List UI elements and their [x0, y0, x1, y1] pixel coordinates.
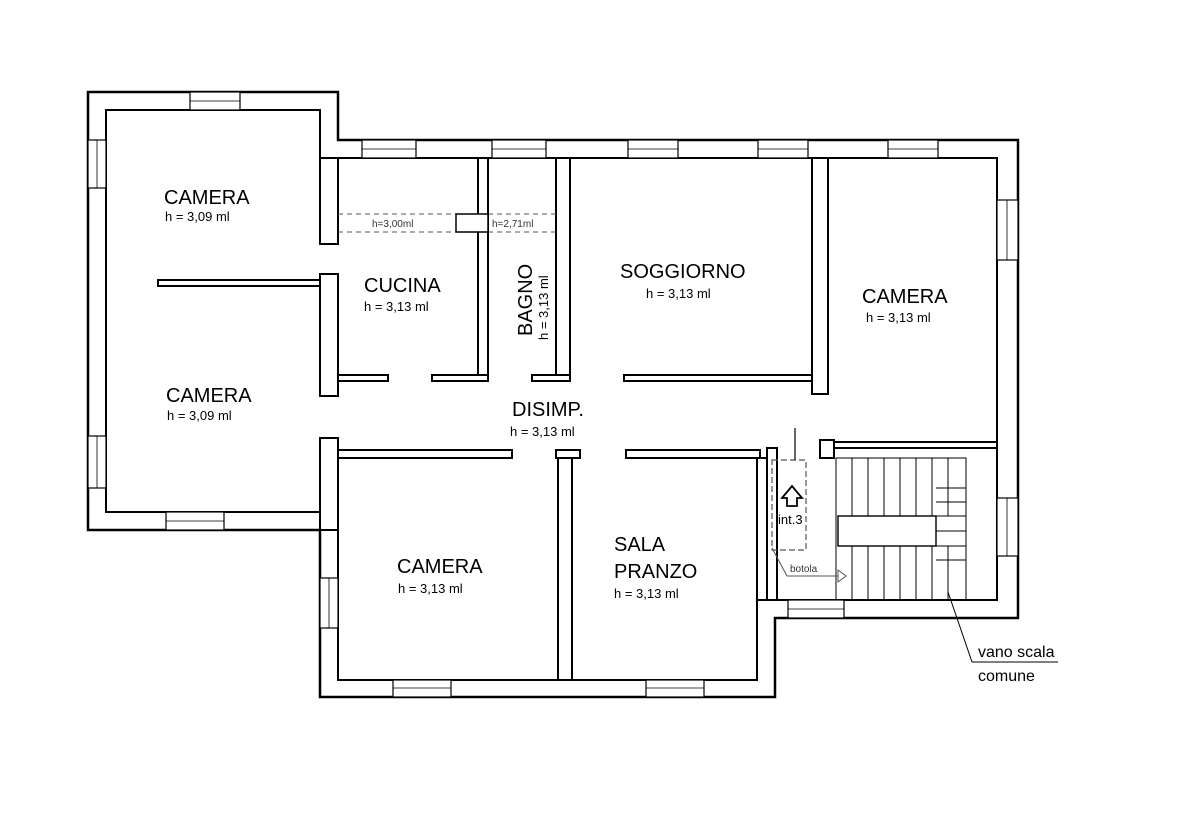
disimp-name: DISIMP. [512, 399, 584, 421]
stair-note-leader [947, 591, 1058, 663]
camera-right-name: CAMERA [862, 286, 948, 308]
soggiorno-height: h = 3,13 ml [646, 286, 711, 301]
disimp-height: h = 3,13 ml [510, 424, 575, 439]
soggiorno-name: SOGGIORNO [620, 261, 746, 283]
camera-bottom-name: CAMERA [397, 556, 483, 578]
camera-top-left-name: CAMERA [164, 187, 250, 209]
sala-pranzo-height: h = 3,13 ml [614, 586, 679, 601]
cucina-height: h = 3,13 ml [364, 299, 429, 314]
window-glass-lines [96, 100, 1008, 689]
bagno-name: BAGNO [515, 264, 537, 336]
cucina-ceiling-height: h=3,00ml [372, 219, 413, 230]
camera-right-height: h = 3,13 ml [866, 310, 931, 325]
sala-pranzo-name-line1: SALA [614, 534, 666, 556]
ceiling-notch [455, 213, 489, 233]
stair-note-line2: comune [978, 668, 1035, 685]
unit-label: int.3 [778, 512, 803, 527]
camera-mid-left-height: h = 3,09 ml [167, 408, 232, 423]
camera-bottom-height: h = 3,13 ml [398, 581, 463, 596]
staircase [835, 457, 967, 601]
lowered-ceiling-lines [338, 213, 556, 233]
sala-pranzo-name-line2: PRANZO [614, 561, 697, 583]
entrance-marker [771, 428, 807, 551]
hatch-label: botola [790, 564, 818, 575]
camera-mid-left-name: CAMERA [166, 385, 252, 407]
bagno-ceiling-height: h=2,71ml [492, 219, 533, 230]
bagno-height: h = 3,13 ml [536, 275, 551, 340]
stair-note-line1: vano scala [978, 644, 1055, 661]
hatch-leader [771, 547, 847, 583]
cucina-name: CUCINA [364, 275, 441, 297]
camera-top-left-height: h = 3,09 ml [165, 209, 230, 224]
